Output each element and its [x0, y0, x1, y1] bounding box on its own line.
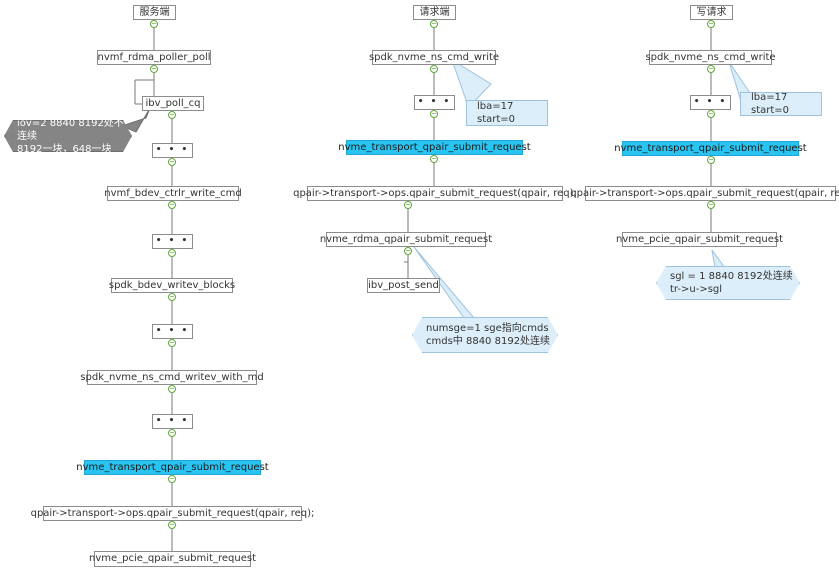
write-node-nvme-pcie-qpair-submit-request[interactable]: nvme_pcie_qpair_submit_request [616, 232, 783, 247]
client-node-ibv-post-send[interactable]: ibv_post_send [367, 278, 440, 293]
minus-circle-icon[interactable]: − [707, 19, 715, 28]
minus-circle-icon[interactable]: − [430, 109, 438, 118]
minus-circle-icon[interactable]: − [404, 200, 412, 209]
write-sgl-callout[interactable]: sgl = 1 8840 8192处连续 tr->u->sgl [656, 266, 800, 300]
server-node-ellipsis[interactable]: • • • [152, 143, 193, 158]
server-column-header[interactable]: 服务端 [133, 5, 176, 20]
server-node-qpair-submit-call[interactable]: qpair->transport->ops.qpair_submit_reque… [31, 506, 314, 521]
client-lba-callout[interactable]: lba=17 start=0 [466, 100, 548, 126]
client-node-spdk-nvme-ns-cmd-write[interactable]: spdk_nvme_ns_cmd_write [369, 50, 499, 65]
minus-circle-icon[interactable]: − [430, 154, 438, 163]
minus-circle-icon[interactable]: − [707, 155, 715, 164]
minus-circle-icon[interactable]: − [707, 109, 715, 118]
minus-circle-icon[interactable]: − [168, 474, 176, 483]
write-node-spdk-nvme-ns-cmd-write[interactable]: spdk_nvme_ns_cmd_write [645, 50, 776, 65]
minus-circle-icon[interactable]: − [707, 64, 715, 73]
minus-circle-icon[interactable]: − [430, 64, 438, 73]
minus-circle-icon[interactable]: − [168, 520, 176, 529]
server-node-nvme-transport-qpair-submit-request[interactable]: nvme_transport_qpair_submit_request [76, 460, 269, 475]
minus-circle-icon[interactable]: − [430, 19, 438, 28]
client-node-ellipsis[interactable]: • • • [414, 95, 455, 110]
client-node-nvme-rdma-qpair-submit-request[interactable]: nvme_rdma_qpair_submit_request [320, 232, 492, 247]
minus-circle-icon[interactable]: − [168, 384, 176, 393]
write-node-ellipsis[interactable]: • • • [690, 95, 731, 110]
write-node-nvme-transport-qpair-submit-request[interactable]: nvme_transport_qpair_submit_request [614, 141, 807, 156]
minus-circle-icon[interactable]: − [168, 248, 176, 257]
server-node-nvmf-rdma-poller-poll[interactable]: nvmf_rdma_poller_poll [97, 50, 211, 65]
write-node-qpair-submit-call[interactable]: qpair->transport->ops.qpair_submit_reque… [570, 186, 839, 201]
minus-circle-icon[interactable]: − [168, 110, 176, 119]
server-node-spdk-bdev-writev-blocks[interactable]: spdk_bdev_writev_blocks [109, 278, 235, 293]
write-column-header[interactable]: 写请求 [690, 5, 733, 20]
minus-circle-icon[interactable]: − [150, 19, 158, 28]
server-node-ibv-poll-cq[interactable]: ibv_poll_cq [142, 96, 204, 111]
server-iov-callout[interactable]: iov=2 8840 8192处不连续 8192一块，648一块 [4, 120, 132, 152]
minus-circle-icon[interactable]: − [168, 157, 176, 166]
server-node-ellipsis[interactable]: • • • [152, 234, 193, 249]
server-node-ellipsis[interactable]: • • • [152, 414, 193, 429]
server-node-nvme-pcie-qpair-submit-request[interactable]: nvme_pcie_qpair_submit_request [89, 551, 256, 567]
minus-circle-icon[interactable]: − [168, 292, 176, 301]
minus-circle-icon[interactable]: − [168, 200, 176, 209]
server-node-nvmf-bdev-ctrlr-write-cmd[interactable]: nvmf_bdev_ctrlr_write_cmd [104, 186, 242, 201]
client-node-qpair-submit-call[interactable]: qpair->transport->ops.qpair_submit_reque… [293, 186, 577, 201]
minus-circle-icon[interactable]: − [168, 428, 176, 437]
write-lba-callout[interactable]: lba=17 start=0 [740, 92, 822, 116]
minus-circle-icon[interactable]: − [404, 246, 412, 255]
minus-circle-icon[interactable]: − [150, 64, 158, 73]
client-node-nvme-transport-qpair-submit-request[interactable]: nvme_transport_qpair_submit_request [338, 140, 531, 155]
minus-circle-icon[interactable]: − [168, 338, 176, 347]
client-sge-callout[interactable]: numsge=1 sge指向cmds cmds中 8840 8192处连续 [412, 317, 558, 353]
minus-circle-icon[interactable]: − [707, 200, 715, 209]
client-column-header[interactable]: 请求端 [413, 5, 456, 20]
callout-pointer [711, 249, 726, 269]
server-node-spdk-nvme-ns-cmd-writev-with-md[interactable]: spdk_nvme_ns_cmd_writev_with_md [80, 370, 264, 385]
server-node-ellipsis[interactable]: • • • [152, 324, 193, 339]
